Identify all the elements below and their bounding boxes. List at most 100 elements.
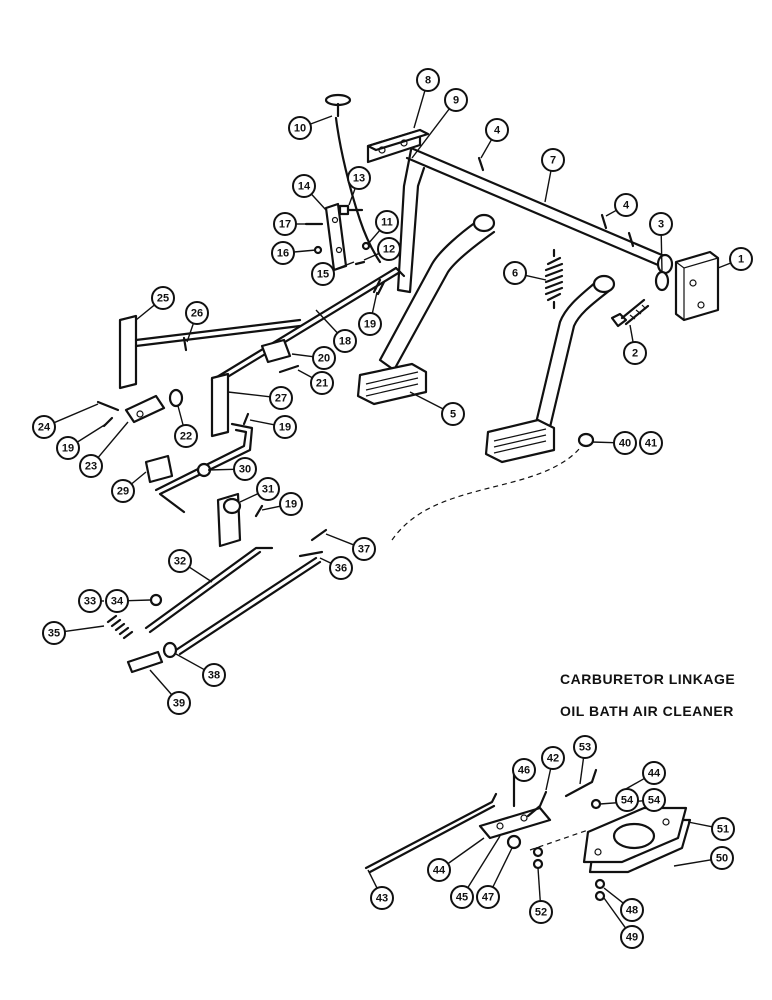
callout-number: 40 [619, 438, 631, 450]
callout-33: 33 [78, 589, 104, 613]
callout-14: 14 [292, 174, 327, 211]
callout-circle [256, 477, 280, 501]
callout-circle [476, 885, 500, 909]
callout-10: 10 [288, 115, 333, 140]
callout-39: 39 [149, 669, 191, 715]
callout-46: 46 [512, 758, 536, 782]
callout-circle [613, 431, 637, 455]
callout-leader [239, 492, 259, 503]
callout-leader [413, 90, 426, 129]
callout-circle [541, 746, 565, 770]
callout-19: 19 [358, 291, 382, 336]
callout-number: 39 [173, 698, 185, 710]
callout-circle [111, 479, 135, 503]
callout-circle [377, 237, 401, 261]
cleaner-nut [594, 890, 606, 902]
callout-number: 4 [494, 125, 501, 137]
callout-number: 12 [383, 244, 395, 256]
callout-circle [710, 846, 734, 870]
callout-number: 23 [85, 461, 97, 473]
callout-30: 30 [207, 457, 257, 481]
callout-number: 15 [317, 269, 329, 281]
callout-leader [367, 229, 381, 245]
callout-leader [177, 405, 184, 426]
callout-leader [591, 441, 615, 444]
callout-leader [293, 249, 317, 253]
callout-49: 49 [603, 897, 644, 949]
callout-leader [135, 304, 155, 321]
callout-leader [291, 353, 314, 358]
callout-number: 4 [623, 200, 630, 212]
callout-45: 45 [450, 835, 501, 909]
callout-leader [579, 757, 585, 785]
swivel-bolt [96, 400, 120, 412]
callout-circle [202, 663, 226, 687]
callout-circle [269, 386, 293, 410]
callout-51: 51 [687, 817, 735, 841]
callout-number: 2 [632, 348, 638, 360]
rod-36-tip [298, 550, 324, 558]
callout-circle [541, 148, 565, 172]
callout-circle [639, 431, 663, 455]
callout-41: 41 [639, 431, 663, 455]
elbow-rod [564, 768, 598, 798]
callout-circle [279, 492, 303, 516]
callout-leader [687, 821, 713, 828]
callout-leader [603, 897, 627, 929]
callout-24: 24 [32, 403, 99, 439]
washer [654, 270, 670, 292]
callout-36: 36 [319, 556, 353, 580]
callout-number: 29 [117, 486, 129, 498]
choke-cable-lower [391, 432, 595, 541]
pivot-block [366, 128, 430, 164]
callout-leader [371, 291, 378, 314]
callout-number: 9 [453, 95, 459, 107]
callout-22: 22 [174, 405, 198, 448]
callout-circle [450, 885, 474, 909]
callout-leader [333, 261, 355, 271]
cable-bracket [324, 202, 348, 272]
callout-leader [717, 262, 732, 269]
shaft-lever [396, 148, 426, 294]
roll-pins [477, 156, 635, 248]
callout-circle [620, 925, 644, 949]
callout-circle [711, 817, 735, 841]
callout-leader [605, 209, 617, 217]
callout-number: 43 [376, 893, 388, 905]
callout-circle [649, 212, 673, 236]
callout-number: 7 [550, 155, 556, 167]
callout-leader [367, 869, 378, 889]
assembly-line [529, 829, 589, 851]
callout-circle [416, 68, 440, 92]
callout-circle [151, 286, 175, 310]
callout-number: 5 [450, 409, 456, 421]
callout-number: 32 [174, 556, 186, 568]
callout-18: 18 [315, 309, 357, 353]
callout-number: 3 [658, 219, 664, 231]
callout-number: 42 [547, 753, 559, 765]
callout-19: 19 [261, 492, 303, 516]
callout-leader [175, 653, 205, 671]
callout-number: 44 [648, 768, 661, 780]
callout-number: 41 [645, 438, 657, 450]
callout-leader [673, 859, 712, 867]
callout-number: 19 [279, 422, 291, 434]
callout-leader [545, 768, 552, 791]
callout-leader [492, 847, 513, 888]
callout-circle [288, 116, 312, 140]
callout-leader [131, 471, 147, 485]
carb-spring [106, 614, 134, 640]
pedal-left [356, 213, 496, 406]
callout-37: 37 [325, 533, 376, 561]
callout-circle [56, 436, 80, 460]
elbow-fitting [526, 790, 548, 818]
callout-number: 1 [738, 254, 744, 266]
callout-circle [614, 193, 638, 217]
callout-circle [358, 312, 382, 336]
callout-4: 4 [605, 193, 638, 217]
return-spring [544, 248, 564, 310]
callout-number: 24 [38, 422, 51, 434]
clevis-bolt [278, 364, 300, 374]
callout-leader [186, 323, 195, 343]
plate-washer [506, 834, 522, 850]
